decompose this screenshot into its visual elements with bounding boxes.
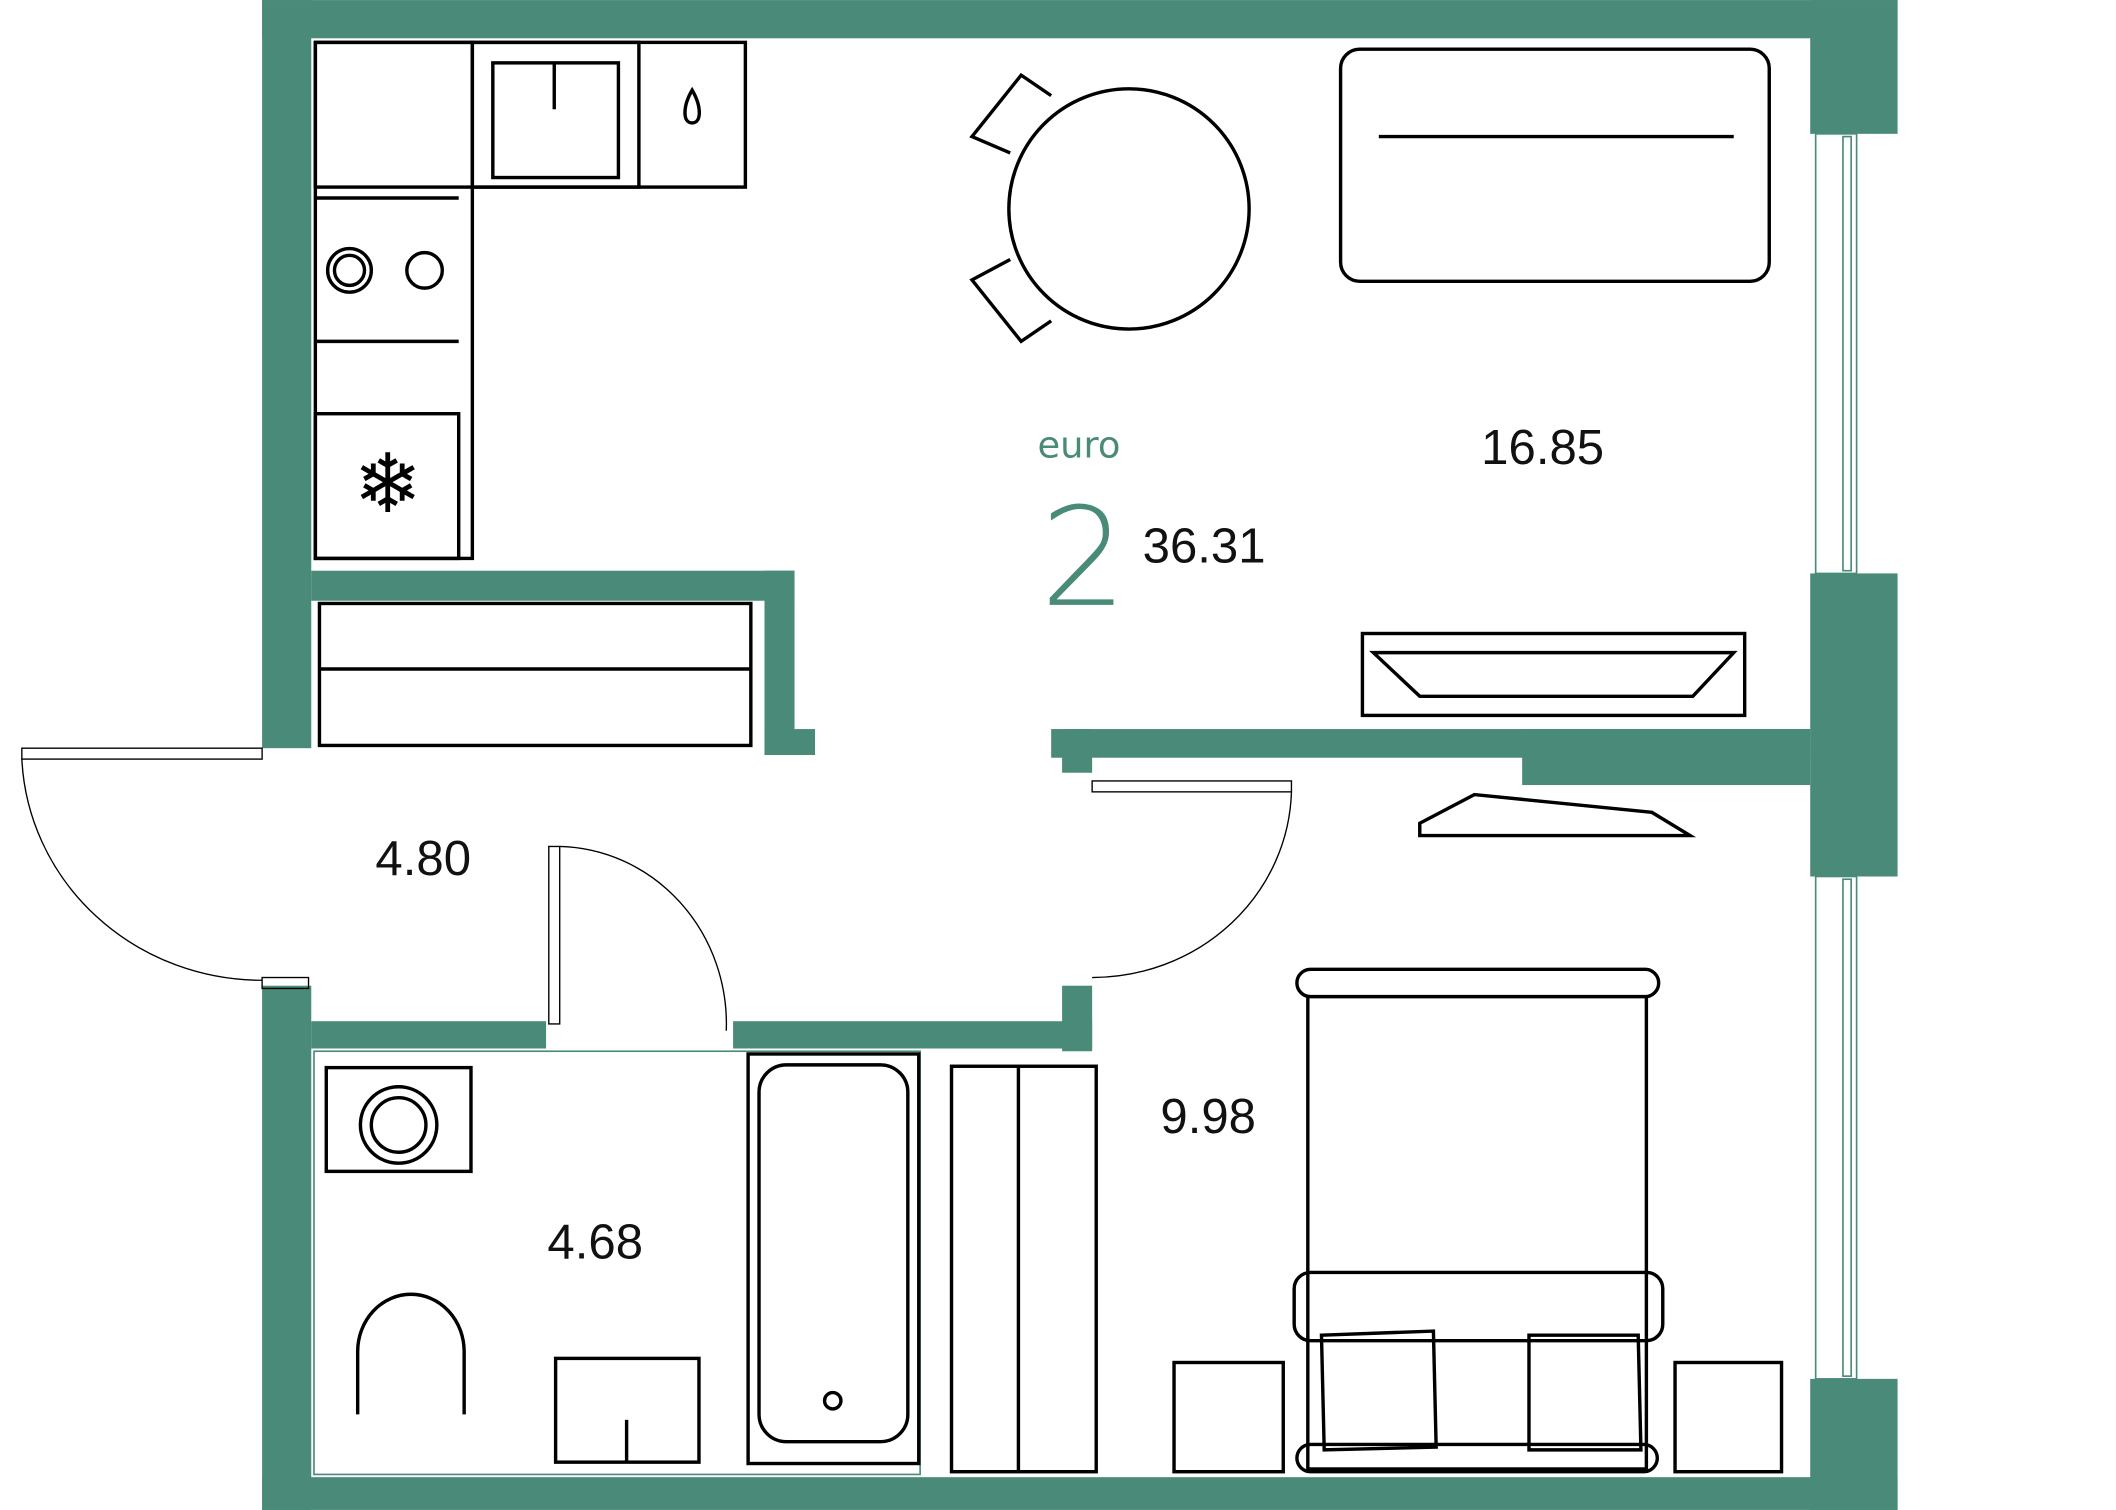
washing-machine: [324, 1065, 473, 1174]
total-area: 36.31: [1143, 520, 1266, 574]
toilet: [355, 1292, 466, 1415]
living-furniture: [969, 47, 1771, 838]
bedroom-furniture: [949, 967, 1784, 1474]
hallway-area: 4.80: [375, 832, 471, 886]
doors: [21, 747, 1293, 1031]
bed: [1306, 981, 1649, 1471]
sofa: [1338, 47, 1771, 283]
nightstand: [1673, 1360, 1784, 1474]
wardrobe: [317, 601, 753, 748]
nightstand: [1172, 1360, 1285, 1474]
walls: [262, 0, 1898, 1510]
bathroom-area: 4.68: [547, 1216, 643, 1270]
kitchen-furniture: ❄: [313, 40, 753, 748]
dining-table: [1007, 87, 1251, 331]
apartment-type-label: euro: [1038, 423, 1121, 466]
pillow: [1319, 1329, 1438, 1452]
bathtub: [746, 1052, 921, 1466]
water-drop-icon: [683, 86, 702, 125]
stove-burner-icon: [405, 250, 445, 290]
tv-stand: [1360, 631, 1747, 718]
bedroom-area: 9.98: [1160, 1090, 1256, 1144]
snowflake-icon: ❄: [353, 437, 422, 532]
room-count: 2: [1040, 479, 1127, 638]
bathroom-furniture: [324, 1052, 921, 1466]
wardrobe-bedroom: [949, 1064, 1098, 1474]
pillow: [1527, 1333, 1643, 1452]
stove-burner-icon: [325, 246, 374, 294]
living-room-area: 16.85: [1481, 421, 1604, 475]
tv-bedroom: [1418, 792, 1697, 838]
